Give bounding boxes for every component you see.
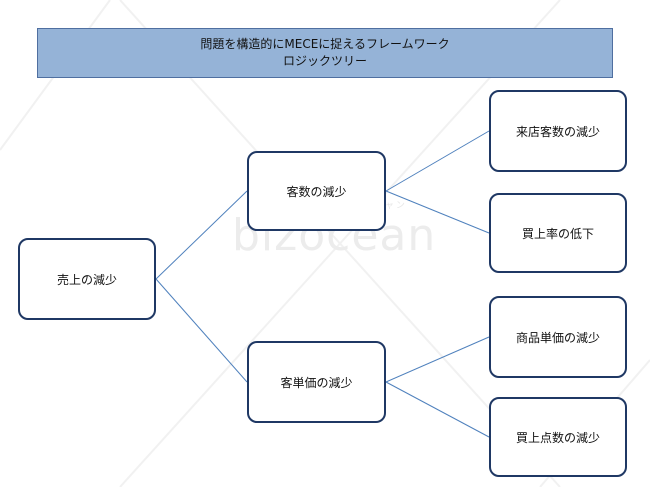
- connector-unit-price-to-item-count: [385, 381, 490, 438]
- level1-node-unit-price: 客単価の減少: [247, 341, 386, 423]
- level2-node-visitors: 来店客数の減少: [489, 90, 627, 172]
- level2-node-purchase-rate: 買上率の低下: [489, 193, 627, 273]
- connector-customers-to-purchase-rate: [385, 190, 490, 234]
- title-box: 問題を構造的にMECEに捉えるフレームワーク ロジックツリー: [37, 28, 613, 78]
- connector-root-to-unit-price: [155, 278, 248, 383]
- connector-root-to-customers: [155, 190, 248, 280]
- root-node: 売上の減少: [18, 238, 156, 320]
- level2-node-item-price: 商品単価の減少: [489, 296, 627, 378]
- level1-node-customers: 客数の減少: [247, 151, 386, 231]
- level2-node-item-count: 買上点数の減少: [489, 397, 627, 477]
- connector-unit-price-to-item-price: [385, 336, 490, 383]
- title-line-2: ロジックツリー: [282, 54, 367, 68]
- title-line-1: 問題を構造的にMECEに捉えるフレームワーク: [200, 37, 450, 51]
- connector-customers-to-visitors: [385, 130, 490, 192]
